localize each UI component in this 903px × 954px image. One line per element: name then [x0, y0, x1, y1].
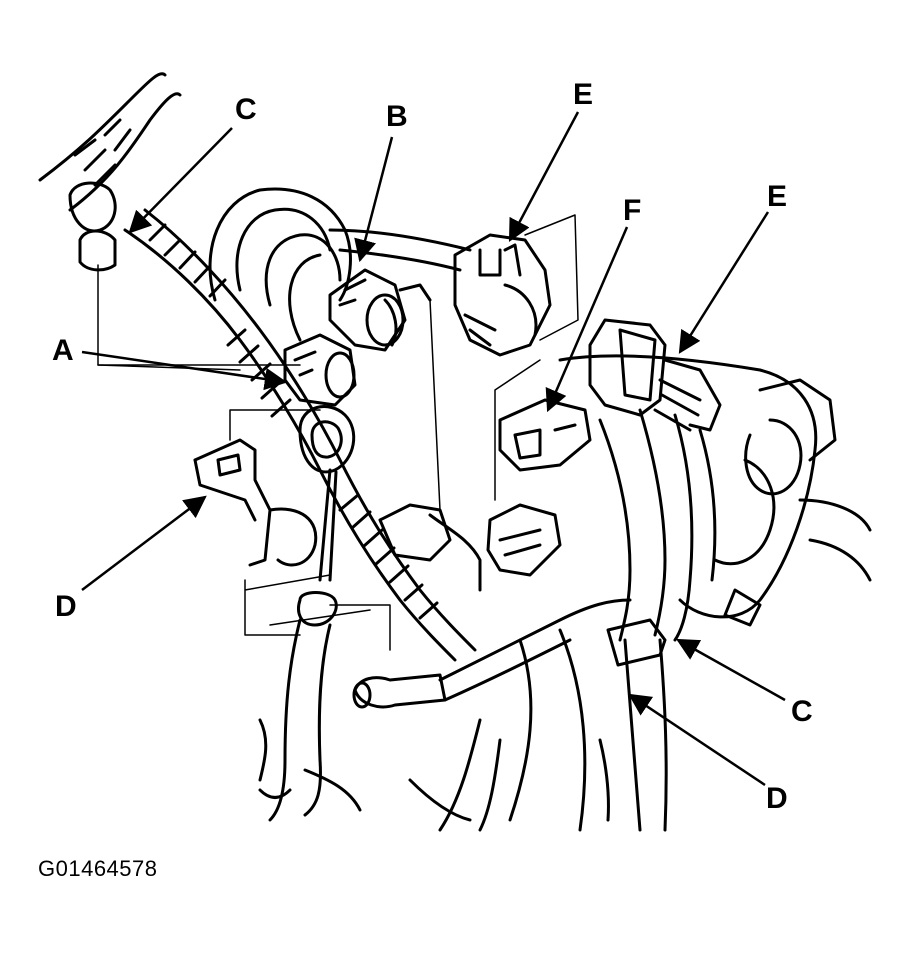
connector-e-top	[453, 233, 552, 357]
connector-f	[498, 398, 592, 472]
leader-c-top	[128, 127, 233, 234]
ground-ring	[298, 405, 356, 582]
leader-b	[354, 136, 394, 263]
right-harness	[598, 408, 717, 832]
leader-e-right	[678, 211, 770, 354]
mounting-bracket-d	[193, 438, 318, 567]
callout-d-right: D	[766, 782, 788, 815]
callout-c-top: C	[235, 93, 257, 126]
bracket-lines	[429, 214, 579, 511]
callout-c-right: C	[791, 695, 813, 728]
lower-hoses	[258, 591, 362, 822]
leader-f	[545, 226, 629, 413]
leader-d-right	[628, 693, 766, 787]
callout-f: F	[623, 194, 642, 227]
bottom-center-hoses	[352, 598, 632, 832]
callout-b: B	[386, 100, 408, 133]
figure-code: G01464578	[38, 856, 158, 881]
leader-e-top	[508, 111, 580, 242]
top-left-harness	[38, 72, 182, 272]
upper-harness-loops	[208, 187, 472, 342]
connector-b	[328, 268, 432, 352]
center-connector	[378, 503, 562, 592]
leader-lines	[81, 111, 786, 787]
leader-a	[81, 350, 288, 391]
callout-a: A	[52, 334, 74, 367]
callout-d-left: D	[55, 590, 77, 623]
leader-c-right	[676, 638, 786, 702]
callout-e-right: E	[767, 180, 788, 213]
reference-frame-lines	[97, 264, 391, 651]
callout-e-top: E	[573, 78, 594, 111]
connector-lower-left	[283, 333, 357, 407]
connector-e-right	[588, 318, 722, 432]
throttle-body	[558, 354, 872, 627]
corrugated-harness	[123, 208, 477, 662]
leader-d-left	[81, 495, 207, 591]
